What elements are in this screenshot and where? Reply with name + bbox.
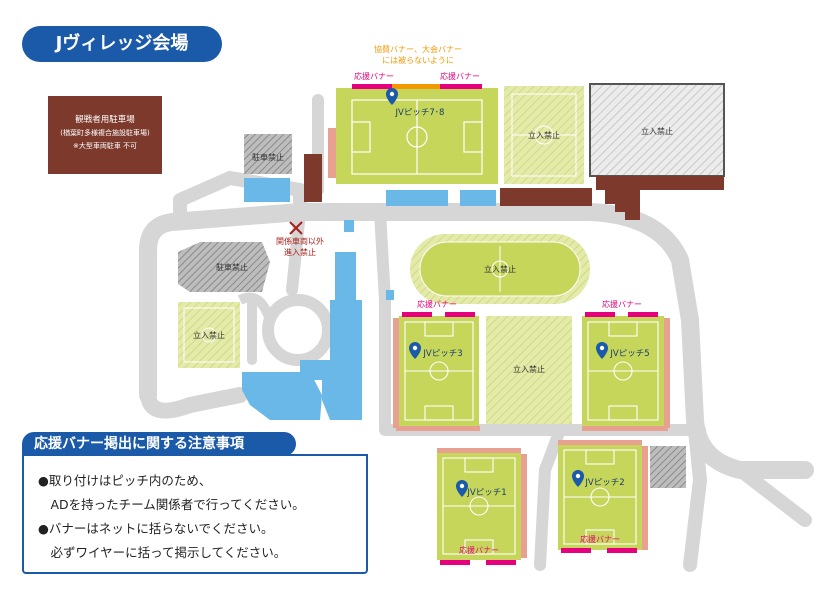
no-parking-label-left: 駐車禁止 [216,262,248,272]
pitch-3-banner-right [445,312,475,317]
pitch-3-label: JVピッチ3 [422,349,462,359]
no-entry-pitch-left-markings [183,307,235,363]
notice-heading: 応援バナー掲出に関する注意事項 [22,432,296,456]
notice-line-4: 必ずワイヤーに括って掲示してください。 [38,545,287,560]
cross-icon [289,221,303,235]
building-blue-3 [460,190,496,206]
pitch-78-markings [351,99,483,175]
building-blue-5 [344,220,354,232]
spectator-parking-label-1: 観戦者用駐車場 [75,114,135,125]
spectator-parking [48,96,162,174]
center-house-label: センターハウス [367,309,378,372]
pitch-2-label: JVピッチ2 [584,478,624,488]
pitch-2-markings [563,449,637,545]
notice-box: ●取り付けはピッチ内のため、 ADを持ったチーム関係者で行ってください。 ●バナ… [22,454,368,574]
pin-icon [572,470,584,487]
pitch-3-edge [393,318,399,428]
pitch-2-edge [642,446,648,550]
roundabout [262,294,334,366]
pitch-5-markings [587,321,659,421]
pitch-3-markings [404,321,474,421]
notice-panel: ●取り付けはピッチ内のため、 ADを持ったチーム関係者で行ってください。 ●バナ… [22,432,368,574]
pitch-2-banner-right [607,548,637,553]
no-entry-label-middle: 立入禁止 [513,364,545,374]
pin-icon [456,480,468,497]
pitch-1-label: JVピッチ1 [466,488,506,498]
pitch-1-top-edge [437,448,521,453]
sponsor-note-2: には被らないように [382,55,454,65]
cheer-banner-label-78-left: 応援バナー [354,71,394,81]
no-parking-area-left [178,242,270,292]
pitch-1-edge [521,454,527,558]
vehicle-restriction-1: 関係車両以外 [276,236,324,246]
sponsor-note-1: 協賛バナー、大会バナー [374,44,462,54]
no-entry-pitch-left [178,302,240,368]
no-parking-label-top: 駐車禁止 [252,152,284,162]
pitch-1-markings [442,457,516,555]
pitch-5-edge [664,318,670,428]
pin-icon [409,342,421,359]
no-entry-label-left: 立入禁止 [193,330,225,340]
pitch-3-banner-left [402,312,432,317]
center-house [300,252,362,420]
pitch-5-bottom-edge [582,426,668,431]
cheer-banner-label-78-right: 応援バナー [440,71,480,81]
brown-block-1 [304,154,322,202]
page-title: Jヴィレッジ会場 [22,26,222,62]
pitch-78-banner-mid [392,84,440,89]
pitch-2-banner-left [561,548,591,553]
notice-line-1: ●取り付けはピッチ内のため、 [38,473,212,488]
pitch-78-banner-right [440,84,482,89]
no-entry-pitch-top-markings [511,93,577,177]
pitch-78-banner-left [352,84,392,89]
brown-stairs [605,190,640,220]
no-entry-label-track: 立入禁止 [484,264,516,274]
building-blue-6 [386,290,394,300]
spectator-parking-label-2: (楢葉町多様複合施設駐車場) [60,128,150,137]
cheer-banner-label-1: 応援バナー [459,545,499,555]
no-parking-area-top [244,134,292,174]
pin-icon [386,88,398,105]
pitch-78-edge [328,128,336,178]
road-curve [237,292,275,322]
pitch-1-banner-right [486,560,516,565]
pitch-5-label: JVピッチ5 [609,349,649,359]
building-blue-1 [244,178,290,202]
pitch-5-banner-left [585,312,615,317]
cheer-banner-label-3: 応援バナー [417,299,457,309]
track-markings [491,246,509,292]
notice-line-2: ADを持ったチーム関係者で行ってください。 [38,497,305,512]
vehicle-restriction-2: 進入禁止 [284,247,316,257]
brown-block-2 [500,188,592,206]
pin-icon [596,342,608,359]
no-entry-middle [486,316,572,424]
building-blue-2 [386,190,448,206]
cheer-banner-label-5: 応援バナー [602,299,642,309]
building-blue-4 [242,372,322,420]
pitch-2-top-edge [558,440,642,445]
pitch-78-label: JVピッチ7･8 [395,108,445,118]
brown-block-3 [596,176,724,190]
cheer-banner-label-2: 応援バナー [580,534,620,544]
building-gray-right [650,446,686,488]
pitch-5-banner-right [628,312,658,317]
pitch-1-banner-left [440,560,470,565]
spectator-parking-label-3: ※大型車両駐車 不可 [73,141,137,150]
no-entry-label-right: 立入禁止 [641,126,673,136]
no-entry-label-top: 立入禁止 [528,130,560,140]
pitch-3-bottom-edge [396,426,480,431]
notice-line-3: ●バナーはネットに括らないでください。 [38,521,274,536]
